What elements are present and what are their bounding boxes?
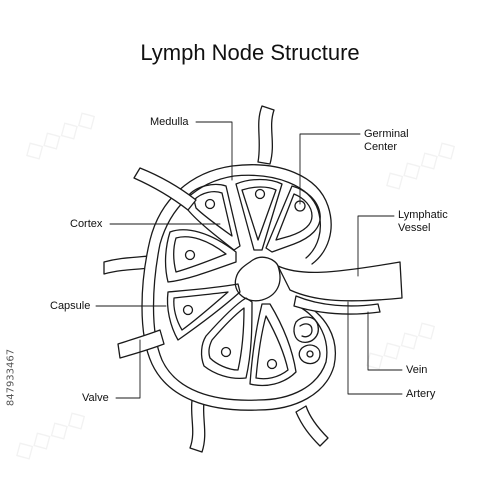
label-artery: Artery [406,388,436,400]
valve-structures [293,316,321,365]
label-germinal-center-line1: Germinal [364,128,409,140]
stock-id-text: 847933467 [5,348,17,407]
follicle [254,188,266,200]
hilum-vessels [277,261,403,315]
label-lymphatic-vessel: Lymphatic Vessel [398,209,448,235]
valve-leader [115,339,141,399]
lobule-top-center [235,178,283,251]
label-lymphatic-vessel-line2: Vessel [398,222,431,234]
artery-leader [347,301,403,395]
vein-leader [367,311,403,371]
lobule-bottom-left [200,297,253,380]
follicle [182,304,194,316]
lobule-bottom-center [249,303,297,387]
efferent-vessel-left [117,329,165,359]
follicle [220,346,232,358]
follicle [204,198,216,210]
lymphatic-vessel-leader [357,215,395,277]
leader-lines [95,121,403,399]
follicle [266,358,278,370]
follicle [184,249,196,261]
afferent-vessel-top-left [133,167,197,211]
label-valve: Valve [82,392,109,404]
label-cortex: Cortex [70,218,103,230]
label-germinal-center-line2: Center [364,141,398,153]
diagram-title: Lymph Node Structure [140,40,360,65]
label-vein: Vein [406,364,428,376]
label-lymphatic-vessel-line1: Lymphatic [398,209,448,221]
label-germinal-center: Germinal Center [364,128,409,154]
medulla-region [234,256,281,302]
lobule-left-upper [164,229,237,283]
germinal-center-leader [299,133,361,205]
label-medulla: Medulla [150,116,189,128]
label-capsule: Capsule [50,300,91,312]
medulla-leader [195,121,233,181]
lobules [164,178,321,387]
lobule-left-lower [166,283,241,341]
